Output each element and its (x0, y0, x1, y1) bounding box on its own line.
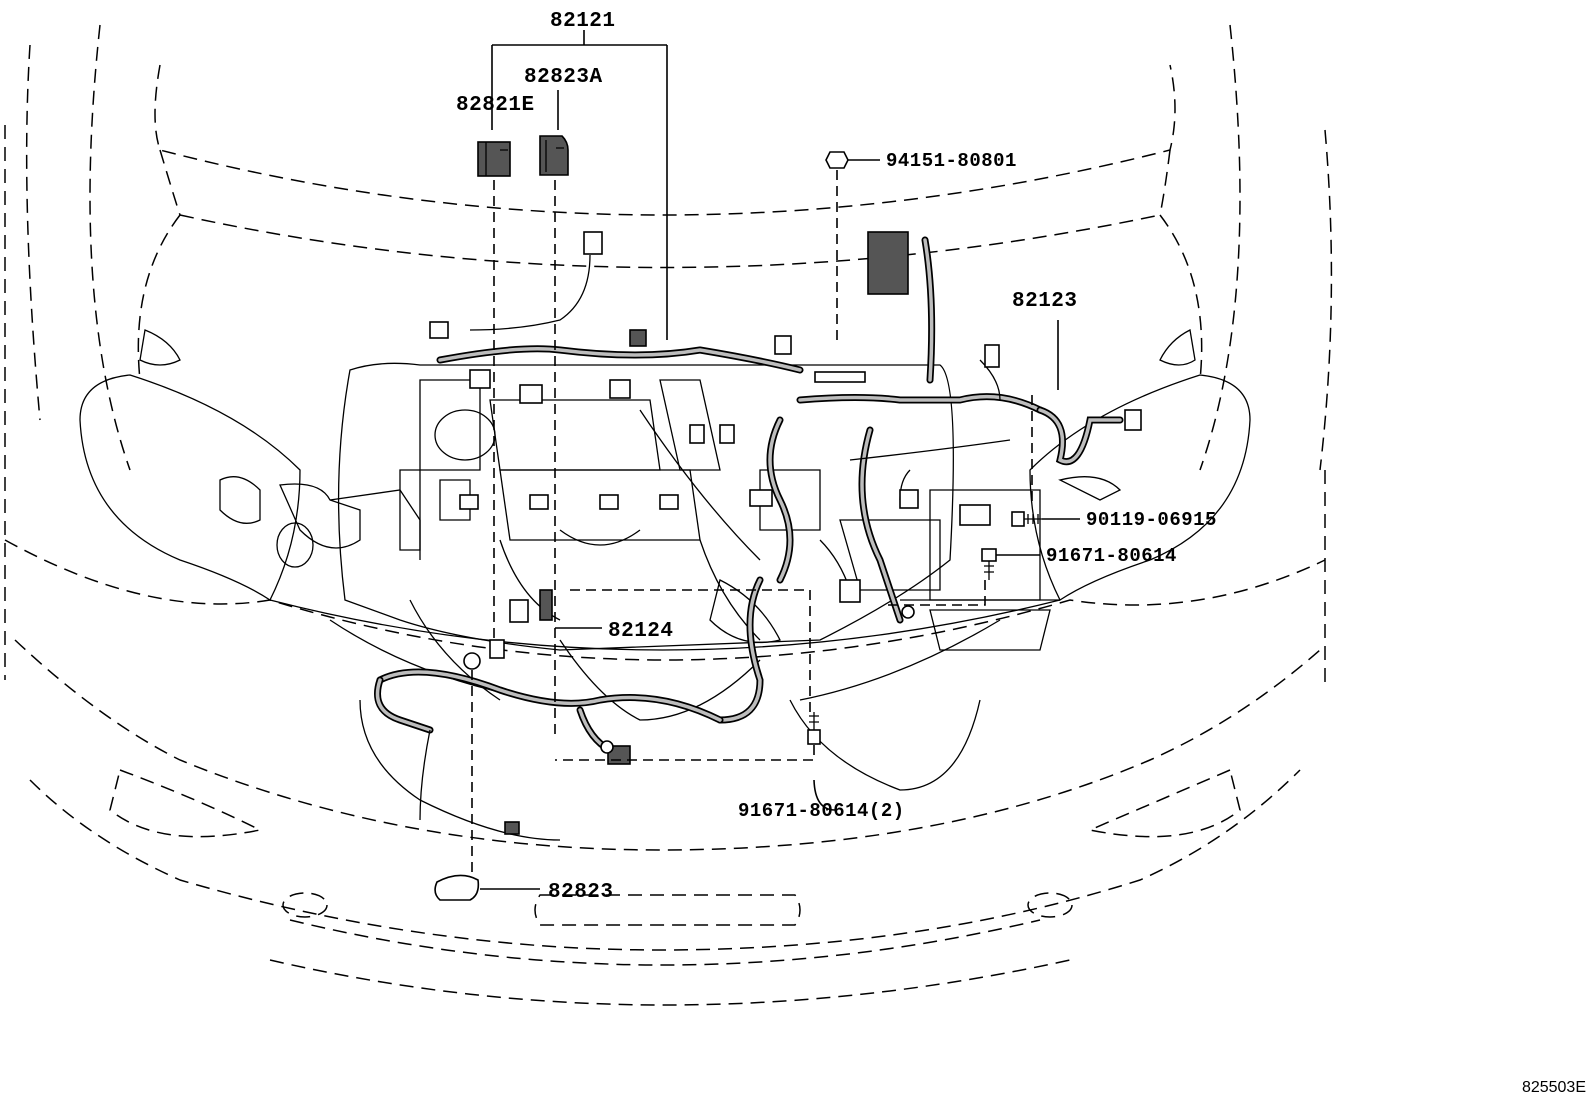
fastener-91671-bolt-lower (807, 712, 821, 745)
part-82823-cover (434, 874, 480, 901)
part-82823A-protector (539, 135, 569, 176)
vehicle-body-outline (4, 24, 1333, 1006)
figure-code: 825503E (1522, 1079, 1586, 1096)
leader-lines (471, 30, 1080, 890)
wire-harness (374, 236, 1124, 821)
callout-82124: 82124 (608, 620, 674, 643)
callout-82823: 82823 (548, 881, 614, 904)
fastener-91671-bolt (981, 548, 997, 580)
callout-94151-80801: 94151-80801 (886, 150, 1017, 172)
callout-82121: 82121 (550, 10, 616, 33)
connectors (429, 231, 1142, 835)
fastener-90119-bolt (1011, 511, 1042, 527)
callout-82123: 82123 (1012, 290, 1078, 313)
ground-terminal (463, 605, 915, 754)
callout-labels: 82121 82823A 82821E 94151-80801 82123 90… (456, 10, 1586, 1096)
fastener-94151-clip (825, 151, 849, 169)
callout-90119-06915: 90119-06915 (1086, 509, 1217, 531)
part-82821E-protector (477, 141, 511, 177)
callout-82821E: 82821E (456, 94, 535, 117)
headlight-outlines (79, 329, 1251, 701)
callout-82823A: 82823A (524, 66, 603, 89)
callout-91671-80614: 91671-80614 (1046, 545, 1177, 567)
callout-91671-80614-2: 91671-80614(2) (738, 800, 905, 822)
left-components (219, 469, 421, 568)
